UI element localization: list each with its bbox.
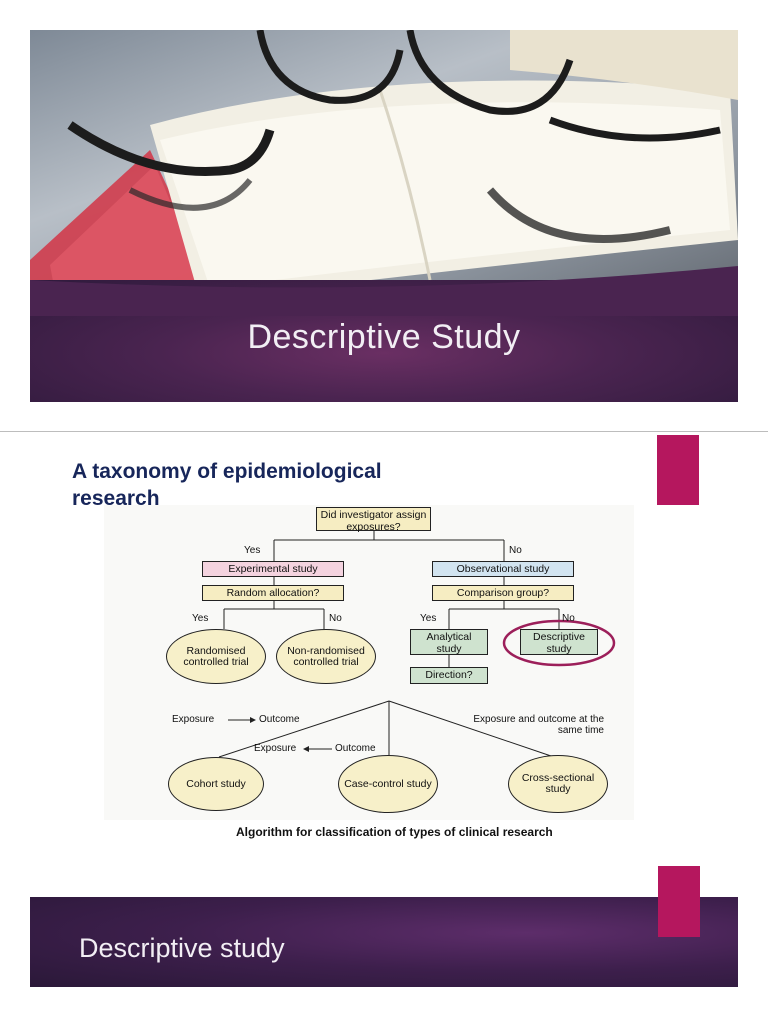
title-slide: Descriptive Study [30, 30, 738, 402]
no-label: No [509, 545, 522, 556]
slide-divider [0, 431, 768, 432]
title-band [30, 266, 738, 402]
descriptive-slide: Descriptive study [30, 897, 738, 987]
book-glasses-photo [30, 30, 738, 320]
no-label: No [562, 613, 575, 624]
root-question-box: Did investigator assign exposures? [316, 507, 431, 533]
non-rct-oval: Non-randomised controlled trial [276, 629, 376, 684]
slide-heading: A taxonomy of epidemiological research [72, 460, 382, 506]
direction-box: Direction? [410, 667, 488, 684]
exposure-label: Exposure [172, 714, 215, 725]
slide-title: Descriptive Study [247, 318, 521, 356]
descriptive-study-box: Descriptive study [520, 629, 598, 655]
yes-label: Yes [192, 613, 209, 624]
no-label: No [329, 613, 342, 624]
rct-oval: Randomised controlled trial [166, 629, 266, 684]
outcome-label: Outcome [259, 714, 300, 725]
taxonomy-slide: A taxonomy of epidemiological research [30, 432, 738, 872]
cross-sectional-study-oval: Cross-sectional study [508, 755, 608, 813]
cohort-study-oval: Cohort study [168, 757, 264, 811]
exposure-label: Exposure [254, 743, 297, 754]
flowchart-caption: Algorithm for classification of types of… [236, 825, 553, 839]
same-time-label: Exposure and outcome at the same time [473, 714, 604, 736]
yes-label: Yes [420, 613, 437, 624]
accent-bar [658, 866, 700, 937]
yes-label: Yes [244, 545, 261, 556]
comparison-group-box: Comparison group? [432, 585, 574, 601]
slide-title: Descriptive study [79, 933, 285, 963]
analytical-study-box: Analytical study [410, 629, 488, 655]
accent-bar [657, 435, 699, 505]
random-allocation-box: Random allocation? [202, 585, 344, 601]
case-control-study-oval: Case-control study [338, 755, 438, 813]
classification-flowchart: Did investigator assign exposures? Yes N… [104, 505, 634, 820]
observational-study-box: Observational study [432, 561, 574, 577]
experimental-study-box: Experimental study [202, 561, 344, 577]
outcome-label: Outcome [335, 743, 376, 754]
